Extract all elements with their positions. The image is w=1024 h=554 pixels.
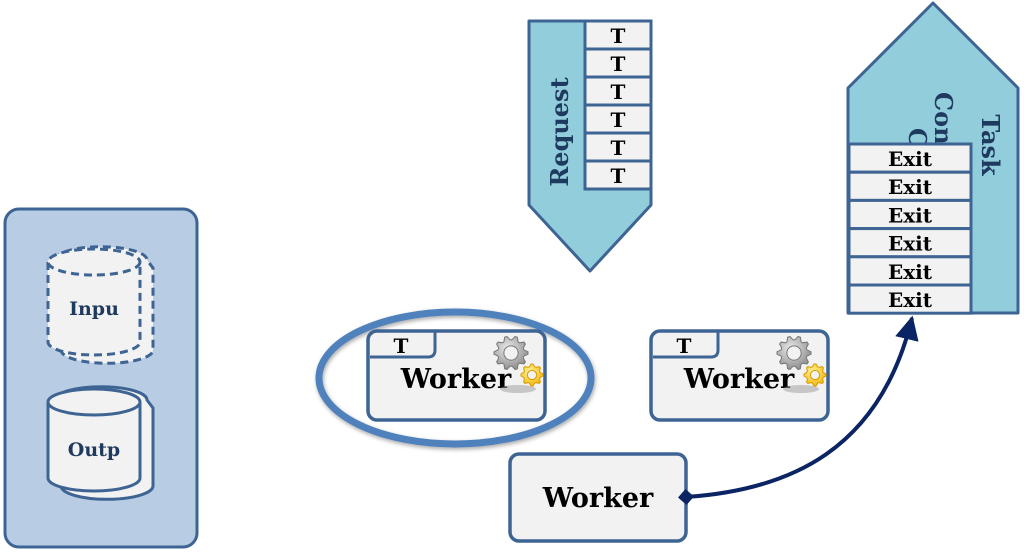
exit-item-label: Exit [888,232,933,256]
yellow-gear-icon [803,363,827,387]
gray-gear-icon-hole [503,345,519,361]
output-database-top [46,387,142,417]
request-item[interactable]: T [583,19,653,51]
input-database-top [46,247,142,277]
request-item-cell [583,159,653,191]
highlight-ring [315,308,595,448]
request-item[interactable]: T [583,75,653,107]
input-database[interactable]: Inpu [46,245,155,365]
task-completion-queue-label-secondary: Con [929,92,958,145]
worker-3[interactable]: Worker [508,452,688,543]
exit-item-label: Exit [888,203,933,227]
gears-icon [493,335,544,393]
request-item[interactable]: T [583,159,653,191]
exit-item[interactable]: Exit [847,142,973,174]
request-item-label: T [611,24,626,48]
request-item-label: T [611,52,626,76]
output-database-label: Outp [68,439,120,461]
request-item-label: T [611,136,626,160]
exit-item[interactable]: Exit [847,170,973,202]
worker-label: Worker [400,364,512,395]
worker-to-completion-arrow[interactable] [678,315,919,505]
worker-tab-border [370,332,437,359]
input-database-body [46,262,142,357]
request-item[interactable]: T [583,131,653,163]
yellow-gear-icon [520,363,544,387]
worker-label: Worker [542,483,654,514]
request-item-cell [583,103,653,135]
exit-item-label: Exit [888,175,933,199]
worker-tab-label: T [394,334,409,358]
input-database-label: Inpu [69,298,119,320]
output-database[interactable]: Outp [46,385,155,501]
gears-shadow [500,385,536,393]
exit-item[interactable]: Exit [847,227,973,259]
worker-2[interactable]: T Worker [649,329,830,422]
exit-item-cell [847,255,973,287]
worker-label: Worker [683,364,795,395]
request-item-label: T [611,80,626,104]
worker-tab-label: T [677,334,692,358]
yellow-gear-icon-hole [526,369,538,381]
exit-item-label: Exit [888,147,933,171]
storage-panel: Inpu Outp [3,207,199,549]
request-queue-label: Request [545,77,574,186]
output-database-body [46,402,142,493]
exit-item-cell [847,227,973,259]
worker-1[interactable]: T Worker [366,329,547,422]
task-completion-queue-label: Task [976,114,1005,177]
exit-item[interactable]: Exit [847,198,973,231]
request-item-label: T [611,108,626,132]
exit-item[interactable]: Exit [847,255,973,287]
task-completion-queue-label-tertiary: C [903,128,932,147]
exit-item-label: Exit [888,260,933,284]
gray-gear-icon-hole [786,345,802,361]
yellow-gear-icon-hole [809,369,821,381]
request-item[interactable]: T [583,103,653,135]
request-item-label: T [611,164,626,188]
exit-item-cell [847,283,973,315]
exit-item-cell [847,170,973,202]
exit-item[interactable]: Exit [847,283,973,315]
request-item[interactable]: T [583,47,653,79]
exit-item-label: Exit [888,288,933,312]
gray-gear-icon [493,335,529,371]
